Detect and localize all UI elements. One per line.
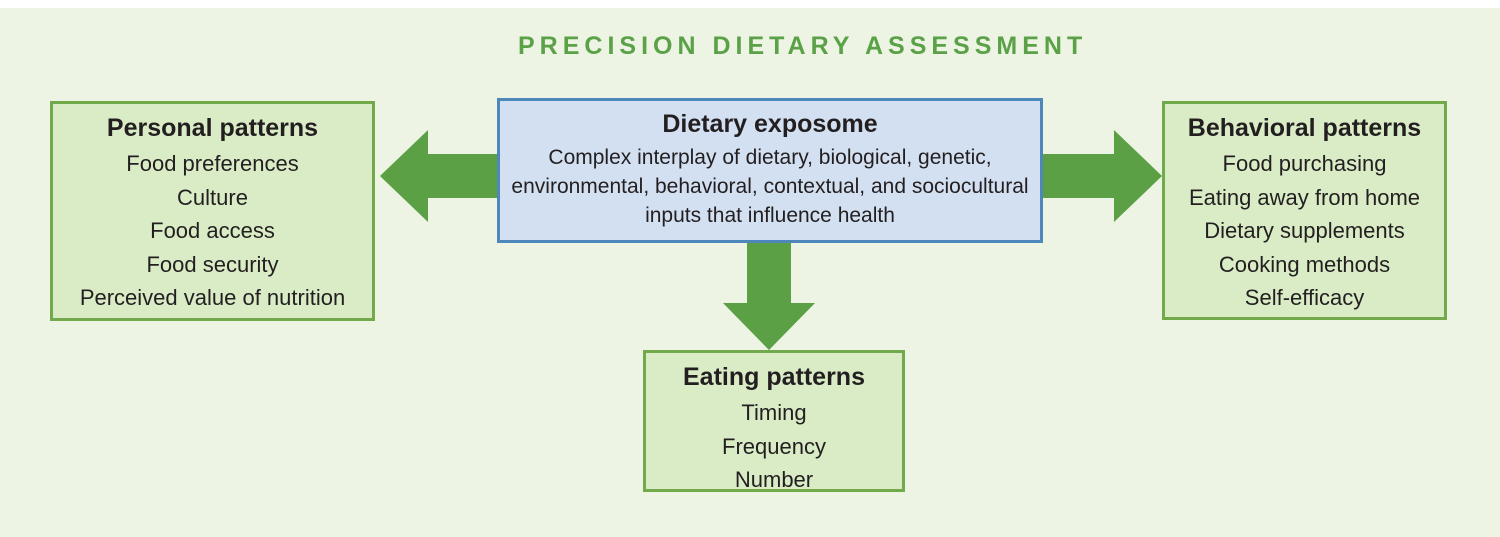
list-item: Timing — [741, 400, 807, 425]
behavioral-patterns-title: Behavioral patterns — [1187, 114, 1422, 142]
list-item: Food access — [150, 218, 275, 243]
list-item: Food security — [146, 251, 279, 277]
list-item: Eating away from home — [1188, 184, 1421, 210]
list-item: Cooking methods — [1218, 251, 1391, 277]
list-item: Dietary supplements — [1204, 218, 1405, 243]
list-item: Food preferences — [126, 151, 299, 176]
diagram-background: PRECISION DIETARY ASSESSMENT Personal pa… — [0, 8, 1500, 537]
list-item: Food purchasing — [1222, 151, 1387, 176]
eating-patterns-title: Eating patterns — [683, 363, 865, 391]
list-item: Perceived value of nutrition — [79, 285, 346, 310]
list-item: Self-efficacy — [1244, 285, 1365, 310]
block-arrow-down-icon — [723, 241, 815, 350]
eating-patterns-box: Eating patterns Timing Frequency Number — [643, 350, 905, 492]
block-arrow-right-icon — [1041, 130, 1162, 222]
behavioral-patterns-box: Behavioral patterns Food purchasing Eati… — [1162, 101, 1447, 320]
list-item: Number — [734, 467, 814, 492]
block-arrow-left-icon — [380, 130, 500, 222]
dietary-exposome-description: Complex interplay of dietary, biological… — [511, 146, 1029, 227]
dietary-exposome-title: Dietary exposome — [662, 110, 878, 138]
list-item: Culture — [177, 184, 248, 210]
personal-patterns-title: Personal patterns — [106, 114, 319, 142]
list-item: Frequency — [722, 433, 826, 459]
personal-patterns-box: Personal patterns Food preferences Cultu… — [50, 101, 375, 321]
diagram-title: PRECISION DIETARY ASSESSMENT — [518, 32, 1088, 60]
dietary-exposome-box: Dietary exposome Complex interplay of di… — [497, 98, 1043, 243]
